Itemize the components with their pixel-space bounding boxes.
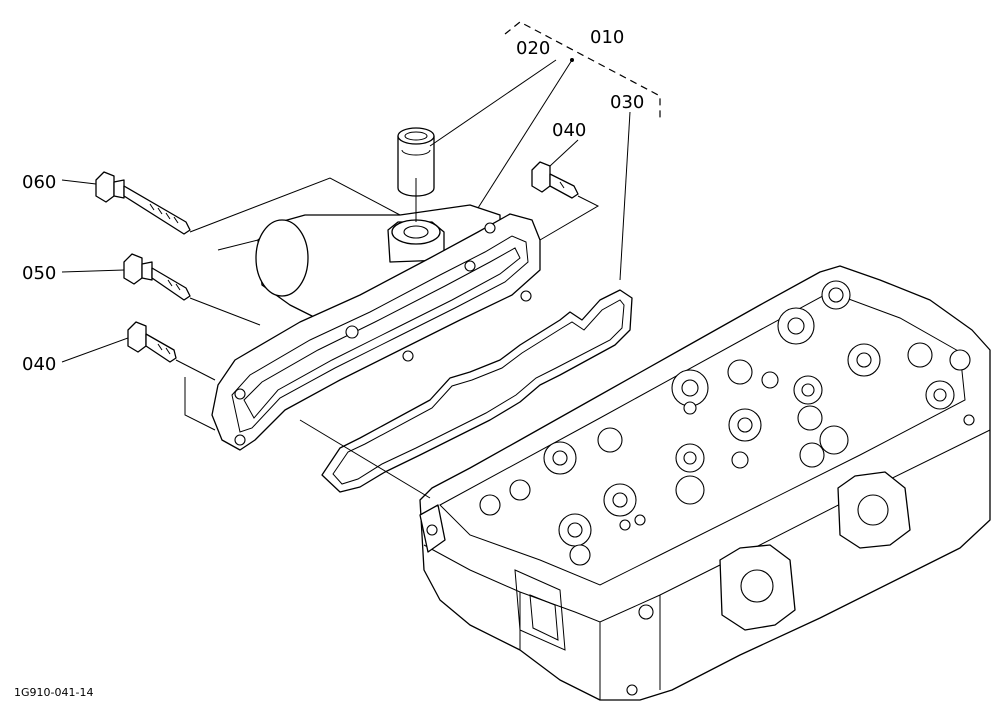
label-040-right: 040 xyxy=(552,120,586,141)
bolt-040-right xyxy=(531,161,579,199)
group-bracket-010 xyxy=(504,21,661,118)
label-050: 050 xyxy=(22,263,56,284)
bolt-040-left xyxy=(127,321,177,363)
label-020: 020 xyxy=(516,38,550,59)
bolt-060 xyxy=(95,171,191,235)
bolt-050 xyxy=(123,253,191,301)
label-060: 060 xyxy=(22,172,56,193)
cylinder-head xyxy=(419,265,991,701)
cover-010 xyxy=(211,204,541,451)
deck-holes xyxy=(479,280,971,566)
label-030: 030 xyxy=(610,92,644,113)
pipe-020 xyxy=(397,127,435,197)
assembly-lines xyxy=(175,177,600,499)
label-010: 010 xyxy=(590,27,624,48)
label-040-left: 040 xyxy=(22,354,56,375)
callout-labels: 010 020 030 040 060 050 040 xyxy=(22,27,644,375)
figure-id: 1G910-041-14 xyxy=(14,686,93,699)
gasket-030 xyxy=(321,289,633,493)
leader-lines xyxy=(61,58,631,363)
